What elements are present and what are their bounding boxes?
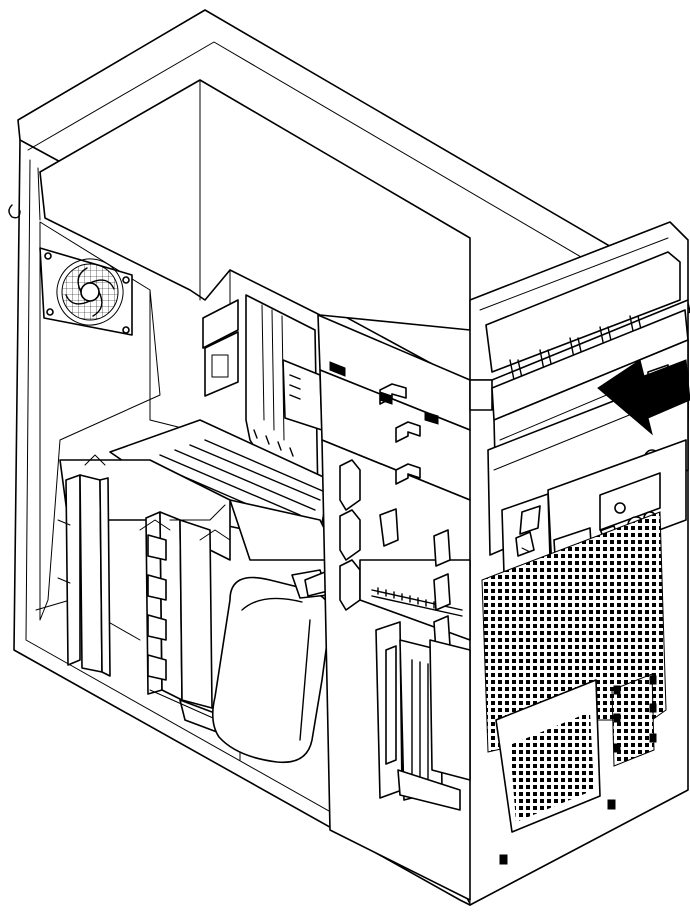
power-supply-bay	[39, 79, 471, 397]
hard-disk-drive-tray	[375, 621, 471, 811]
arrow-icon	[597, 359, 690, 436]
front-bezel	[469, 221, 689, 411]
latch-icon	[8, 204, 21, 219]
heat-sink	[109, 419, 341, 561]
drive-rail-clips	[147, 534, 167, 681]
system-fan	[39, 247, 133, 336]
mounting-holes	[499, 675, 657, 865]
adapter-card-slots	[245, 294, 323, 521]
drive-cage-center	[317, 314, 471, 901]
drive-cable	[211, 569, 333, 764]
drive-latches	[339, 459, 399, 611]
hard-disk-drive-bays	[57, 454, 241, 761]
mounting-slots	[329, 361, 439, 485]
ventilation-grille	[481, 511, 667, 865]
usb-port-icon	[614, 502, 626, 514]
